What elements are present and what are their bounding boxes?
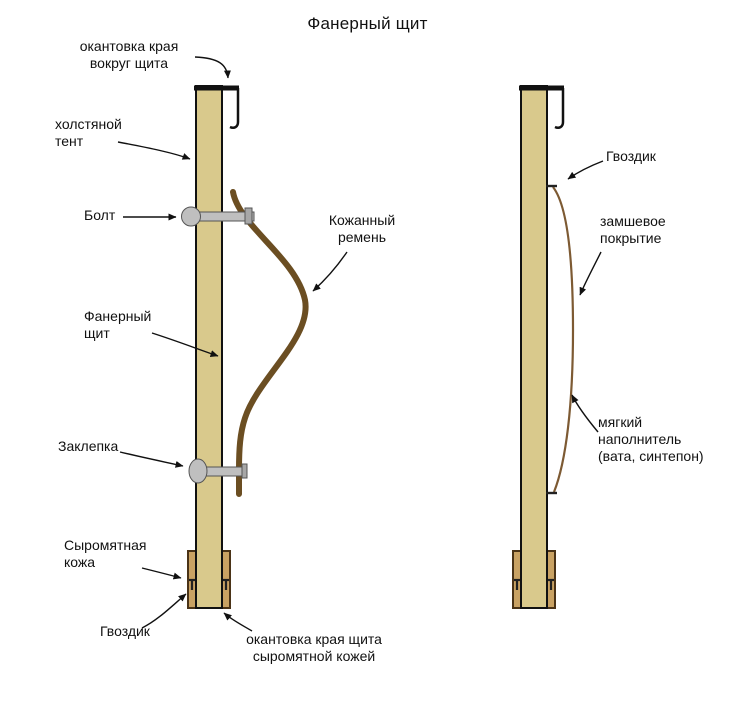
diagram-title: Фанерный щит — [307, 14, 428, 33]
suede-cover-line — [552, 186, 575, 493]
label-canvas-tent: холстяной тент — [55, 116, 122, 150]
arrow-rivet — [119, 451, 184, 468]
label-suede-cover: замшевое покрытие — [600, 213, 666, 247]
top-edging-hook-right — [554, 88, 565, 130]
label-nail-right: Гвоздик — [606, 148, 656, 164]
top-edging-hook-left — [229, 88, 240, 130]
left-shield-view — [181, 85, 309, 609]
right-shield-view — [512, 85, 575, 609]
arrow-soft-filler — [571, 394, 599, 433]
label-edging-top: окантовка края вокруг щита — [79, 38, 179, 72]
plywood-board-left — [195, 85, 223, 609]
arrow-canvas-tent — [117, 141, 191, 160]
arrow-nail-right — [567, 160, 604, 180]
arrow-nail-left — [141, 593, 187, 629]
label-nail-left: Гвоздик — [100, 623, 150, 639]
label-leather-strap: Кожанный ремень — [328, 212, 396, 246]
callout-arrows — [117, 56, 604, 632]
edging-nails-right — [514, 578, 554, 590]
arrow-edging-top — [194, 56, 231, 79]
bolt-nut — [244, 207, 253, 225]
arrow-suede-cover — [579, 251, 602, 296]
plywood-board-right — [520, 85, 548, 609]
rivet-head — [188, 458, 208, 484]
leather-strap — [230, 189, 309, 497]
edging-nails-left — [189, 578, 229, 590]
rivet-end — [241, 463, 248, 479]
label-bolt: Болт — [84, 207, 116, 223]
arrow-plywood-board — [151, 332, 219, 357]
label-soft-filler: мягкий наполнитель (вата, синтепон) — [598, 414, 704, 465]
label-plywood-board: Фанерный щит — [84, 308, 152, 342]
arrow-leather-strap — [312, 251, 348, 292]
arrow-edging-bottom — [223, 612, 253, 632]
arrow-rawhide — [141, 567, 182, 580]
label-rawhide: Сыромятная кожа — [64, 537, 147, 571]
label-edging-bottom: окантовка края щита сыромятной кожей — [246, 631, 382, 665]
suede-nails — [546, 184, 557, 495]
bolt-head — [181, 206, 201, 227]
label-rivet: Заклепка — [58, 438, 119, 454]
